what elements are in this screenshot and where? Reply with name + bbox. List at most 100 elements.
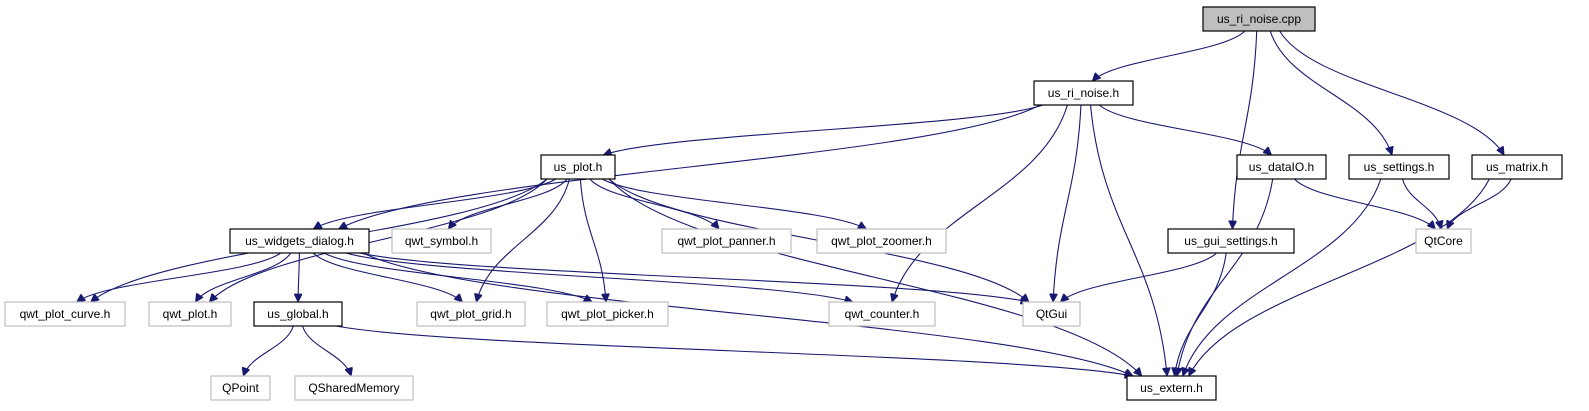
node-box-qwt_symbol_h [391,228,492,254]
edge-us_global_h-to-QPoint [243,325,294,376]
node-box-us_ri_noise_h [1033,80,1134,106]
edge-us_ri_noise_cpp-to-us_ri_noise_h [1092,30,1246,81]
node-label-us_gui_settings_h: us_gui_settings.h [1184,234,1277,248]
node-label-qwt_plot_curve_h: qwt_plot_curve.h [20,307,111,321]
node-qwt_plot_zoomer_h: qwt_plot_zoomer.h [816,228,947,254]
nodes-layer: us_ri_noise.cpp us_ri_noise.h us_plot.h us_… [4,6,1563,401]
edge-us_ri_noise_cpp-to-us_gui_settings_h [1232,30,1258,229]
node-label-QtCore: QtCore [1424,234,1463,248]
edge-us_plot_h-to-qwt_plot_zoomer_h [602,178,866,230]
node-label-qwt_plot_grid_h: qwt_plot_grid.h [430,307,511,321]
node-label-us_plot_h: us_plot.h [554,160,603,174]
edge-us_plot_h-to-qwt_plot_picker_h [579,178,606,302]
edge-us_widgets_dialog_h-to-us_global_h [298,252,299,302]
node-label-qwt_plot_panner_h: qwt_plot_panner.h [677,234,775,248]
node-box-us_widgets_dialog_h [229,228,370,254]
node-QSharedMemory: QSharedMemory [294,375,414,401]
node-box-qwt_plot_picker_h [546,301,669,327]
edge-us_ri_noise_cpp-to-us_settings_h [1269,30,1392,155]
node-qwt_plot_picker_h: qwt_plot_picker.h [546,301,669,327]
edge-us_ri_noise_h-to-QtGui [1053,104,1082,302]
node-label-us_widgets_dialog_h: us_widgets_dialog.h [245,234,354,248]
node-label-qwt_plot_picker_h: qwt_plot_picker.h [561,307,654,321]
node-us_gui_settings_h[interactable]: us_gui_settings.h [1167,228,1295,254]
edge-us_plot_h-to-qwt_plot_panner_h [589,178,719,229]
edge-us_plot_h-to-qwt_plot_h [209,178,548,302]
edge-us_global_h-to-QSharedMemory [301,325,351,376]
node-box-us_matrix_h [1471,154,1563,180]
node-label-us_ri_noise_cpp: us_ri_noise.cpp [1217,12,1301,26]
node-us_plot_h[interactable]: us_plot.h [540,154,616,180]
edge-us_settings_h-to-QtCore [1402,178,1442,229]
node-qwt_plot_curve_h: qwt_plot_curve.h [4,301,126,327]
node-box-us_plot_h [540,154,616,180]
edge-us_matrix_h-to-QtCore [1447,178,1512,229]
node-us_matrix_h[interactable]: us_matrix.h [1471,154,1563,180]
node-label-us_settings_h: us_settings.h [1364,160,1435,174]
node-label-us_dataIO_h: us_dataIO.h [1249,160,1314,174]
node-us_dataIO_h[interactable]: us_dataIO.h [1236,154,1327,180]
node-box-us_global_h [253,301,343,327]
node-box-QtCore [1415,228,1472,254]
node-us_ri_noise_cpp: us_ri_noise.cpp [1202,6,1316,32]
node-box-qwt_counter_h [828,301,936,327]
edge-us_plot_h-to-us_extern_h [608,178,1142,376]
node-label-us_ri_noise_h: us_ri_noise.h [1048,86,1119,100]
edge-us_gui_settings_h-to-QtGui [1060,252,1218,302]
node-box-us_settings_h [1348,154,1450,180]
node-us_widgets_dialog_h[interactable]: us_widgets_dialog.h [229,228,370,254]
edge-us_widgets_dialog_h-to-qwt_plot_h [195,252,292,302]
node-label-QtGui: QtGui [1036,307,1067,321]
node-box-QtGui [1022,301,1081,327]
edge-us_settings_h-to-us_extern_h [1183,178,1382,376]
edge-us_dataIO_h-to-us_extern_h [1177,178,1274,376]
node-label-QSharedMemory: QSharedMemory [308,381,399,395]
edge-us_widgets_dialog_h-to-qwt_plot_curve_h [77,252,282,302]
node-QtGui: QtGui [1022,301,1081,327]
node-us_settings_h[interactable]: us_settings.h [1348,154,1450,180]
edge-us_plot_h-to-us_widgets_dialog_h [313,178,557,229]
edge-us_ri_noise_h-to-us_dataIO_h [1098,104,1271,155]
node-box-qwt_plot_panner_h [661,228,792,254]
edge-us_plot_h-to-qwt_plot_grid_h [476,178,570,302]
edge-us_global_h-to-us_extern_h [335,325,1133,376]
edge-us_widgets_dialog_h-to-qwt_counter_h [345,252,853,302]
node-label-QPoint: QPoint [222,381,259,395]
node-qwt_plot_panner_h: qwt_plot_panner.h [661,228,792,254]
node-box-QSharedMemory [294,375,414,401]
edge-us_ri_noise_h-to-us_plot_h [603,104,1044,155]
edge-us_matrix_h-to-us_extern_h [1188,178,1490,376]
node-us_ri_noise_h[interactable]: us_ri_noise.h [1033,80,1134,106]
edge-us_widgets_dialog_h-to-qwt_plot_picker_h [323,252,592,303]
edge-us_gui_settings_h-to-us_extern_h [1174,252,1227,376]
edge-us_ri_noise_h-to-us_extern_h [1089,104,1168,376]
node-qwt_counter_h: qwt_counter.h [828,301,936,327]
edge-us_ri_noise_h-to-us_widgets_dialog_h [339,104,1041,230]
edge-us_ri_noise_cpp-to-us_matrix_h [1279,30,1505,155]
node-qwt_symbol_h: qwt_symbol.h [391,228,492,254]
node-us_extern_h[interactable]: us_extern.h [1126,375,1217,401]
edge-us_dataIO_h-to-QtCore [1294,178,1435,229]
node-label-qwt_symbol_h: qwt_symbol.h [405,234,478,248]
node-box-qwt_plot_grid_h [416,301,526,327]
node-box-us_ri_noise_cpp [1202,6,1316,32]
node-qwt_plot_h: qwt_plot.h [148,301,232,327]
node-box-qwt_plot_curve_h [4,301,126,327]
node-label-us_extern_h: us_extern.h [1140,381,1203,395]
edge-us_ri_noise_h-to-qwt_counter_h [892,104,1068,302]
node-QPoint: QPoint [210,375,271,401]
node-us_global_h[interactable]: us_global.h [253,301,343,327]
node-box-qwt_plot_zoomer_h [816,228,947,254]
node-box-us_gui_settings_h [1167,228,1295,254]
edges-layer [77,30,1512,376]
edge-us_widgets_dialog_h-to-us_extern_h [362,252,1133,376]
edge-us_widgets_dialog_h-to-qwt_plot_grid_h [312,252,462,302]
node-box-qwt_plot_h [148,301,232,327]
node-label-us_global_h: us_global.h [267,307,328,321]
node-qwt_plot_grid_h: qwt_plot_grid.h [416,301,526,327]
node-box-us_dataIO_h [1236,154,1327,180]
node-QtCore: QtCore [1415,228,1472,254]
node-label-qwt_counter_h: qwt_counter.h [845,307,920,321]
node-label-us_matrix_h: us_matrix.h [1486,160,1548,174]
